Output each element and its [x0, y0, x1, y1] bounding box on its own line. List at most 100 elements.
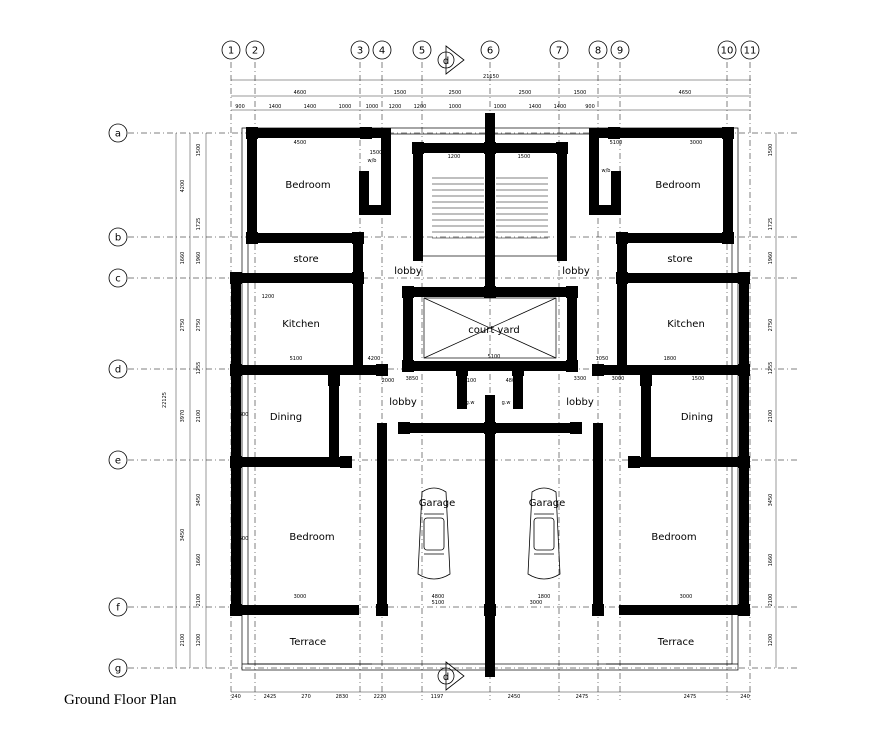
room-terrace-right: Terrace — [657, 637, 694, 648]
grid-label-row: b — [115, 233, 121, 244]
dim-bottom-row: 2450 — [508, 694, 521, 700]
room-lobby-mid-left: lobby — [389, 397, 417, 408]
room-wb-left: w/b — [368, 158, 377, 164]
dim-left-outer: 2750 — [180, 319, 186, 332]
dim-left-outer: 1660 — [180, 252, 186, 265]
dim-interior: 4500 — [236, 536, 249, 542]
grid-bubble-col-11: 11 — [740, 40, 760, 60]
grid-bubble-row-e: e — [108, 450, 128, 470]
dim-interior: 3000 — [680, 594, 693, 600]
room-kitchen-right: Kitchen — [667, 319, 705, 330]
dim-interior: 5100 — [610, 140, 623, 146]
dim-top-row2: 900 — [235, 104, 245, 110]
dim-interior: 4800 — [432, 594, 445, 600]
dim-overall-height: 22125 — [162, 392, 168, 408]
grid-label-col: 4 — [379, 46, 385, 57]
dim-interior: 1500 — [370, 150, 383, 156]
dim-bottom-row: 270 — [301, 694, 311, 700]
grid-label-row: e — [115, 456, 121, 467]
grid-bubble-col-5: 5 — [412, 40, 432, 60]
room-lobby-top-right: lobby — [562, 266, 590, 277]
dim-interior: 3000 — [612, 376, 625, 382]
dim-bottom-row: 240 — [231, 694, 241, 700]
room-gw-left: g.w — [466, 400, 475, 406]
dim-top-row2: 1200 — [389, 104, 402, 110]
grid-bubble-col-2: 2 — [245, 40, 265, 60]
grid-label-row: f — [116, 603, 120, 614]
dim-bottom-row: 2475 — [684, 694, 697, 700]
dim-right-outer: 3450 — [768, 494, 774, 507]
dim-right-outer: 2100 — [768, 410, 774, 423]
dim-interior: 1500 — [692, 376, 705, 382]
dim-interior: 1200 — [448, 154, 461, 160]
dim-left-inner: 1960 — [196, 252, 202, 265]
dim-top-row2: 1000 — [449, 104, 462, 110]
dim-interior: 5100 — [290, 356, 303, 362]
dim-interior: 4500 — [294, 140, 307, 146]
dim-interior: 3300 — [236, 412, 249, 418]
car-left — [417, 487, 451, 580]
grid-bubble-row-g: g — [108, 658, 128, 678]
grid-bubble-row-a: a — [108, 123, 128, 143]
grid-label-col: 8 — [595, 46, 601, 57]
dim-interior: 1050 — [596, 356, 609, 362]
grid-label-col: 10 — [721, 46, 734, 57]
dim-right-outer: 1725 — [768, 218, 774, 231]
room-lobby-mid-right: lobby — [566, 397, 594, 408]
dim-bottom-row: 2425 — [264, 694, 277, 700]
dim-interior: 5100 — [432, 600, 445, 606]
dim-left-inner: 1725 — [196, 218, 202, 231]
room-terrace-left: Terrace — [289, 637, 326, 648]
dim-interior: 3300 — [574, 376, 587, 382]
dim-left-inner: 1200 — [196, 634, 202, 647]
room-kitchen-left: Kitchen — [282, 319, 320, 330]
room-dining-right: Dining — [681, 412, 713, 423]
dim-bottom-row: 240 — [740, 694, 750, 700]
dim-left-outer: 3970 — [180, 410, 186, 423]
dim-right-outer: 1960 — [768, 252, 774, 265]
grid-bubble-row-b: b — [108, 227, 128, 247]
dim-interior: 5100 — [488, 354, 501, 360]
room-store-right: store — [667, 254, 692, 265]
dim-top-row2: 1400 — [304, 104, 317, 110]
staircase — [432, 177, 548, 239]
room-store-left: store — [293, 254, 318, 265]
room-garage-left: Garage — [419, 498, 456, 509]
grid-bubble-row-d: d — [108, 359, 128, 379]
grid-bubble-col-1: 1 — [221, 40, 241, 60]
dim-interior: 4200 — [368, 356, 381, 362]
north-label-bottom: d — [443, 672, 449, 683]
dim-left-inner: 2100 — [196, 410, 202, 423]
grid-bubble-col-6: 6 — [480, 40, 500, 60]
dim-left-outer: 4200 — [180, 180, 186, 193]
room-bedroom-top-right: Bedroom — [655, 180, 700, 191]
grid-bubble-col-10: 10 — [717, 40, 737, 60]
dim-top-row1: 4600 — [294, 90, 307, 96]
dim-top-row2: 1400 — [529, 104, 542, 110]
dim-overall-width: 21150 — [483, 74, 499, 80]
structural-columns — [230, 127, 750, 616]
dim-right-outer: 1255 — [768, 362, 774, 375]
dim-top-row2: 1400 — [554, 104, 567, 110]
room-bedroom-bottom-right: Bedroom — [651, 532, 696, 543]
dim-right-outer: 1660 — [768, 554, 774, 567]
grid-label-row: d — [115, 365, 121, 376]
dim-top-row2: 1000 — [339, 104, 352, 110]
dim-interior: 4800 — [506, 378, 519, 384]
dim-left-inner: 2100 — [196, 594, 202, 607]
grid-label-row: c — [115, 274, 121, 285]
grid-bubble-col-9: 9 — [610, 40, 630, 60]
dim-interior: 3000 — [690, 140, 703, 146]
dim-left-inner: 3450 — [196, 494, 202, 507]
dim-bottom-row: 2220 — [374, 694, 387, 700]
grid-label-row: g — [115, 664, 121, 675]
grid-bubble-col-3: 3 — [350, 40, 370, 60]
dim-right-outer: 1500 — [768, 144, 774, 157]
garage-cars — [417, 487, 561, 580]
grid-label-col: 11 — [744, 46, 757, 57]
dim-top-row2: 1200 — [414, 104, 427, 110]
dim-interior: 2000 — [382, 378, 395, 384]
dim-right-outer: 1200 — [768, 634, 774, 647]
